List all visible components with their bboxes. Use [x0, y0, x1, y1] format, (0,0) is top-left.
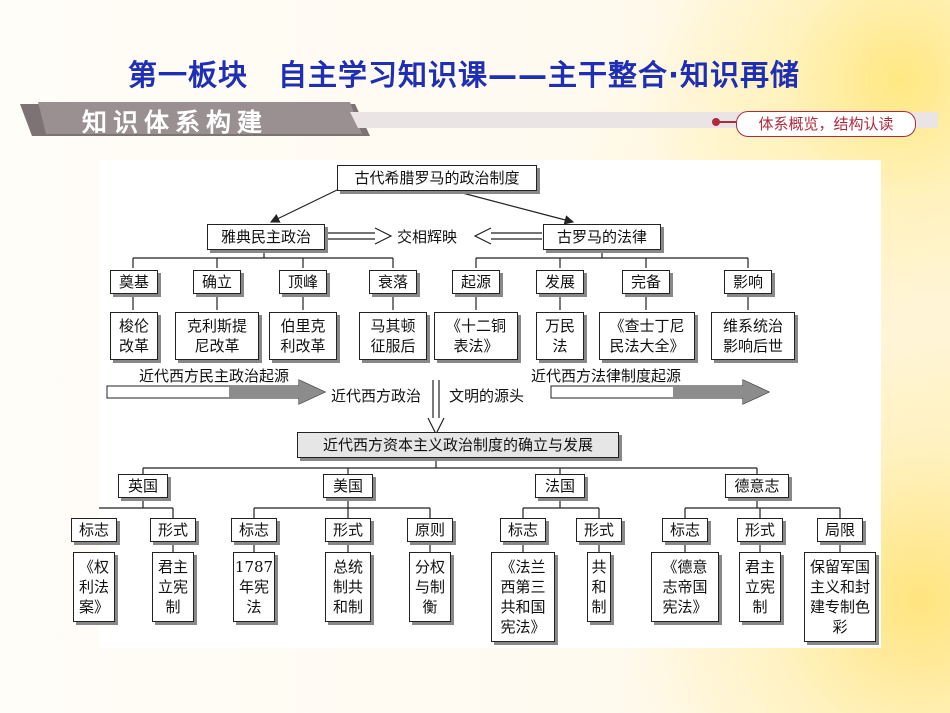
- usa-item-label: 形式: [325, 518, 371, 542]
- germany-item-label: 局限: [817, 518, 863, 542]
- country-node: 美国: [323, 474, 373, 498]
- root-node: 古代希腊罗马的政治制度: [337, 165, 537, 191]
- germany-item-detail: 君主 立宪 制: [739, 552, 781, 622]
- section-label: 知识体系构建: [82, 108, 269, 137]
- country-node: 英国: [118, 474, 168, 498]
- roman-stage-label: 完备: [622, 270, 670, 294]
- knowledge-diagram: 古代希腊罗马的政治制度 雅典民主政治 交相辉映 古罗马的法律 奠基 确立 顶峰 …: [71, 160, 881, 648]
- usa-item-detail: 分权 与制 衡: [409, 552, 451, 622]
- page-title: 第一板块 自主学习知识课——主干整合·知识再储: [128, 58, 801, 92]
- england-item-label: 形式: [150, 518, 196, 542]
- usa-item-label: 原则: [407, 518, 453, 542]
- roman-stage-detail: 《查士丁尼 民法大全》: [599, 312, 695, 360]
- england-item-detail: 《权 利法 案》: [73, 552, 115, 622]
- greek-stage-detail: 马其顿 征服后: [359, 312, 427, 360]
- greek-stage-label: 确立: [193, 270, 241, 294]
- middle-text: 交相辉映: [397, 228, 458, 246]
- source-text-right: 文明的源头: [449, 387, 525, 405]
- right-arrow-text: 近代西方法律制度起源: [531, 367, 682, 385]
- england-item-label: 标志: [71, 518, 117, 542]
- bullet-icon: [712, 118, 720, 126]
- england-item-detail: 君主 立宪 制: [152, 552, 194, 622]
- source-text-left: 近代西方政治: [331, 387, 422, 405]
- germany-item-detail: 《德意 志帝国 宪法》: [651, 552, 719, 622]
- greek-stage-detail: 克利斯提 尼改革: [175, 312, 259, 360]
- greek-stage-detail: 梭伦 改革: [110, 312, 158, 360]
- modern-root-node: 近代西方资本主义政治制度的确立与发展: [297, 432, 619, 458]
- greek-stage-label: 衰落: [369, 270, 417, 294]
- tag-connector: [718, 121, 736, 123]
- country-node: 德意志: [725, 474, 789, 498]
- greek-stage-detail: 伯里克 利改革: [269, 312, 337, 360]
- france-item-label: 形式: [576, 518, 622, 542]
- diagram-connectors: [99, 189, 841, 552]
- france-item-detail: 《法兰 西第三 共和国 宪法》: [491, 552, 555, 642]
- roman-stage-detail: 维系统治 影响后世: [711, 312, 795, 360]
- germany-item-label: 形式: [737, 518, 783, 542]
- left-branch-node: 雅典民主政治: [207, 224, 325, 250]
- france-item-label: 标志: [500, 518, 546, 542]
- roman-stage-detail: 万民 法: [536, 312, 584, 360]
- section-banner: [20, 102, 938, 136]
- roman-stage-detail: 《十二铜 表法》: [434, 312, 518, 360]
- country-node: 法国: [535, 474, 585, 498]
- roman-stage-label: 起源: [452, 270, 500, 294]
- left-arrow-text: 近代西方民主政治起源: [139, 367, 290, 385]
- greek-stage-label: 顶峰: [279, 270, 327, 294]
- usa-item-detail: 1787 年宪 法: [233, 552, 275, 622]
- usa-item-label: 标志: [231, 518, 277, 542]
- usa-item-detail: 总统 制共 和制: [325, 552, 371, 622]
- france-item-detail: 共 和 制: [587, 552, 611, 622]
- germany-item-detail: 保留军国 主义和封 建专制色 彩: [804, 552, 876, 642]
- roman-stage-label: 发展: [536, 270, 584, 294]
- section-tag: 体系概览，结构认读: [736, 111, 916, 137]
- right-branch-node: 古罗马的法律: [543, 224, 661, 250]
- roman-stage-label: 影响: [724, 270, 772, 294]
- germany-item-label: 标志: [662, 518, 708, 542]
- greek-stage-label: 奠基: [110, 270, 158, 294]
